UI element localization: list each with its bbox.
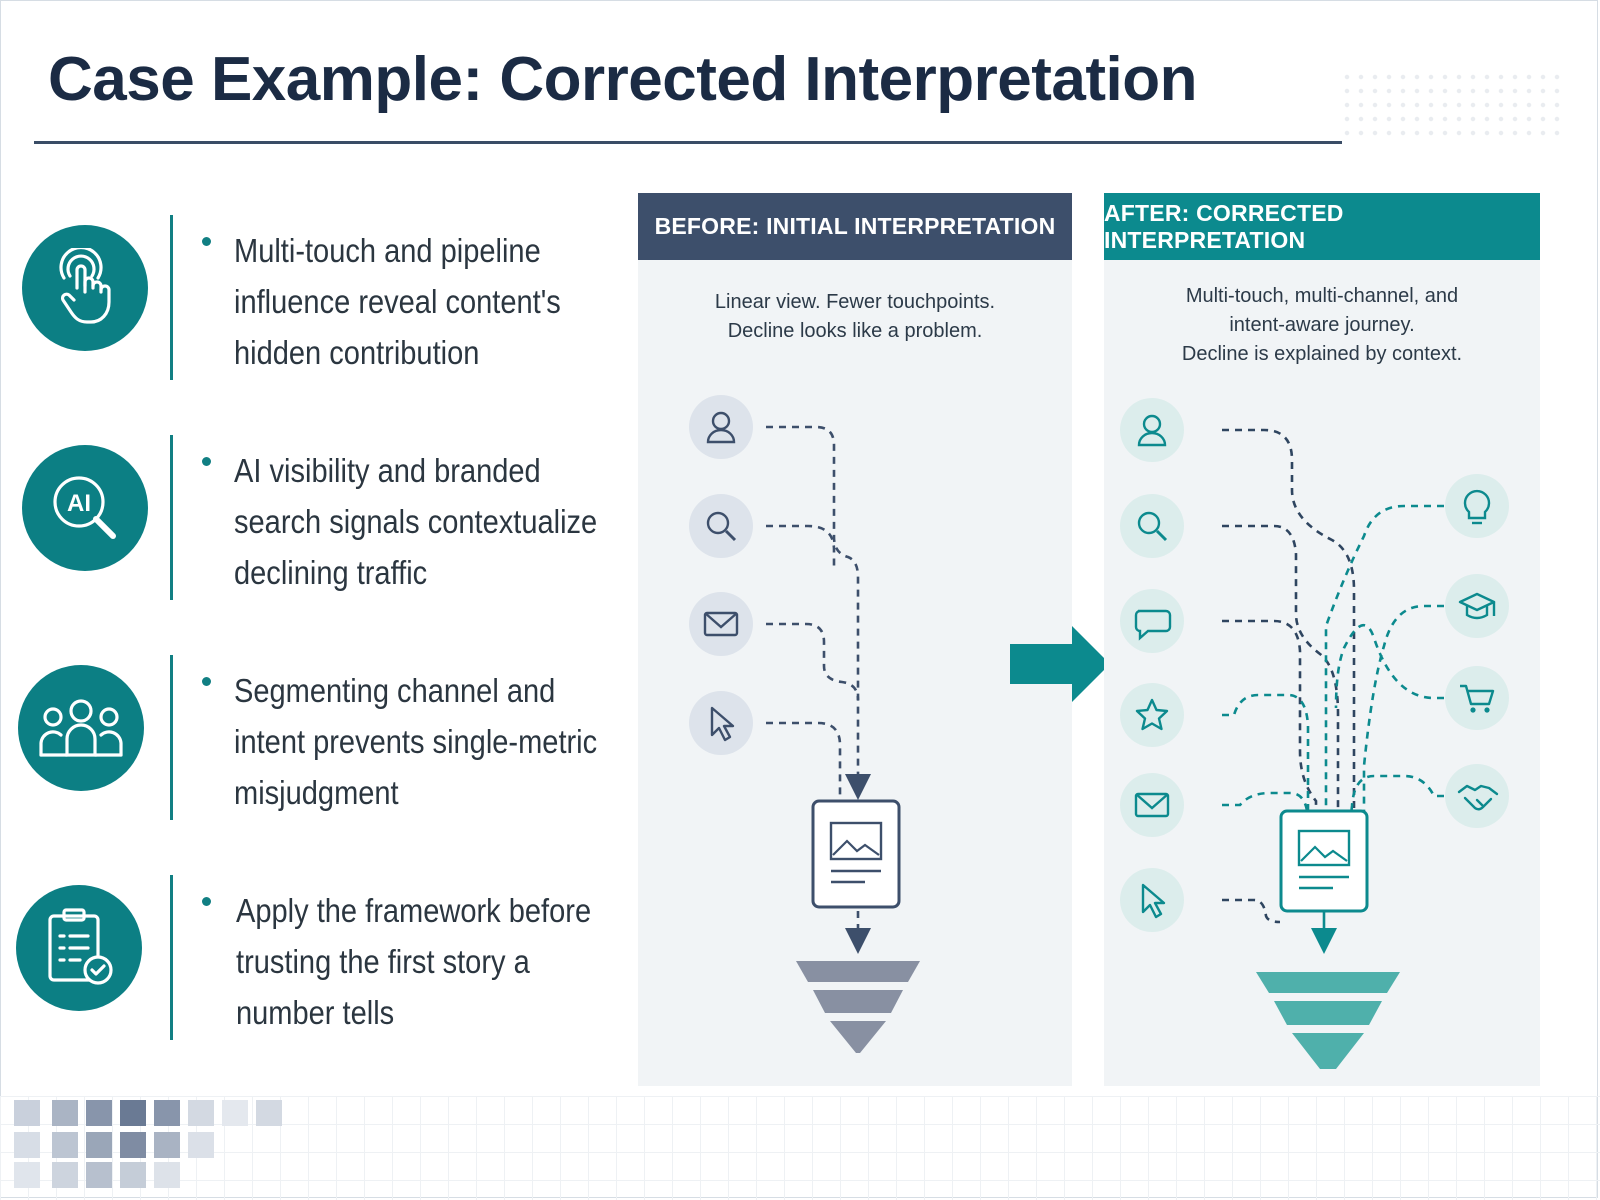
divider-line	[170, 655, 173, 820]
divider-line	[170, 875, 173, 1040]
transition-arrow-icon	[1010, 626, 1110, 702]
decor-square	[14, 1162, 40, 1188]
graduation-cap-icon	[1445, 574, 1509, 638]
decor-square	[14, 1132, 40, 1158]
bullet	[202, 237, 211, 246]
clipboard-check-icon	[16, 885, 142, 1011]
svg-text:AI: AI	[67, 490, 91, 517]
after-description-line: Decline is explained by context.	[1181, 343, 1463, 365]
ai-search-icon: AI	[22, 445, 148, 571]
content-document-icon	[1279, 809, 1369, 913]
decor-square	[222, 1100, 248, 1126]
before-description-line: Linear view. Fewer touchpoints.	[714, 291, 996, 313]
before-touchpoints	[689, 395, 753, 755]
search-icon	[1120, 494, 1184, 558]
before-heading: BEFORE: INITIAL INTERPRETATION	[638, 193, 1072, 260]
page-title: Case Example: Corrected Interpretation	[48, 45, 1198, 114]
user-icon	[1120, 398, 1184, 462]
after-description-line: Multi-touch, multi-channel, and	[1185, 285, 1459, 307]
decor-square	[52, 1132, 78, 1158]
cursor-icon	[689, 691, 753, 755]
after-touchpoints-right	[1445, 474, 1509, 828]
decor-square	[52, 1162, 78, 1188]
cart-icon	[1445, 666, 1509, 730]
bullet	[202, 457, 211, 466]
decor-square	[86, 1162, 112, 1188]
decor-square	[120, 1100, 146, 1126]
content-document-icon	[811, 799, 901, 909]
bullet	[202, 897, 211, 906]
lightbulb-icon	[1445, 474, 1509, 538]
decor-square	[52, 1100, 78, 1126]
handshake-icon	[1445, 764, 1509, 828]
key-point-2: AI AI visibility and branded search sign…	[0, 435, 620, 600]
chat-icon	[1120, 589, 1184, 653]
search-icon	[689, 494, 753, 558]
decor-square	[154, 1162, 180, 1188]
after-panel: AFTER: CORRECTED INTERPRETATION Multi-to…	[1104, 193, 1540, 1086]
key-point-3: Segmenting channel and intent prevents s…	[0, 655, 620, 820]
key-point-text: AI visibility and branded search signals…	[234, 452, 598, 591]
key-point-text: Segmenting channel and intent prevents s…	[234, 672, 598, 811]
touch-hand-icon	[22, 225, 148, 351]
divider-line	[170, 215, 173, 380]
after-journey-diagram	[1120, 398, 1509, 1069]
people-group-icon	[18, 665, 144, 791]
decor-square	[86, 1132, 112, 1158]
cursor-icon	[1120, 868, 1184, 932]
before-description: Linear view. Fewer touchpoints. Decline …	[638, 288, 1072, 346]
decor-square	[86, 1100, 112, 1126]
before-description-line: Decline looks like a problem.	[727, 320, 983, 342]
user-icon	[689, 395, 753, 459]
email-icon	[1120, 773, 1184, 837]
decor-square	[188, 1100, 214, 1126]
title-divider	[34, 141, 1342, 144]
after-touchpoints-left	[1120, 398, 1184, 932]
key-point-4: Apply the framework before trusting the …	[0, 875, 620, 1040]
before-panel: BEFORE: INITIAL INTERPRETATION Linear vi…	[638, 193, 1072, 1086]
after-heading: AFTER: CORRECTED INTERPRETATION	[1104, 193, 1540, 260]
decor-square	[120, 1132, 146, 1158]
funnel-icon	[796, 961, 920, 1053]
decor-square	[14, 1100, 40, 1126]
email-icon	[689, 592, 753, 656]
decor-square	[154, 1100, 180, 1126]
decor-square	[256, 1100, 282, 1126]
after-description-line: intent-aware journey.	[1229, 314, 1415, 336]
before-journey-diagram	[689, 395, 920, 1053]
decor-square	[120, 1162, 146, 1188]
key-point-text: Multi-touch and pipeline influence revea…	[234, 232, 561, 371]
key-point-1: Multi-touch and pipeline influence revea…	[0, 215, 620, 380]
decor-square	[188, 1132, 214, 1158]
decorative-dot-grid	[1340, 70, 1560, 140]
after-description: Multi-touch, multi-channel, and intent-a…	[1104, 282, 1540, 369]
divider-line	[170, 435, 173, 600]
star-icon	[1120, 683, 1184, 747]
key-point-text: Apply the framework before trusting the …	[236, 892, 592, 1031]
funnel-icon	[1256, 972, 1400, 1069]
bullet	[202, 677, 211, 686]
decor-square	[154, 1132, 180, 1158]
